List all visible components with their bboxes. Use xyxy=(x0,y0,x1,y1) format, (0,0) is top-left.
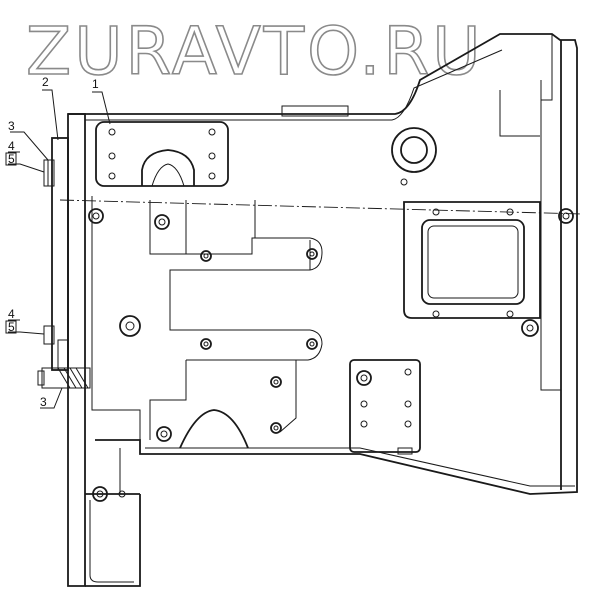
callout-5-bottom: 5 xyxy=(8,320,15,334)
leader-lines xyxy=(8,89,111,409)
callouts: 1 2 3 4 5 4 5 3 xyxy=(5,75,99,409)
callout-2: 2 xyxy=(42,75,49,89)
lower-arch xyxy=(179,409,249,449)
callout-1: 1 xyxy=(92,77,99,91)
bearing-boss xyxy=(391,127,437,186)
inspection-cover xyxy=(403,201,541,319)
callout-3-top: 3 xyxy=(8,119,15,133)
watermark: ZURAVTO.RU xyxy=(26,13,484,90)
callout-5-top-box xyxy=(5,152,17,166)
housing-outline xyxy=(67,33,578,587)
callout-5-top: 5 xyxy=(8,152,15,166)
top-cover-plate xyxy=(95,121,229,187)
right-bolts xyxy=(521,208,574,337)
top-rib xyxy=(281,105,349,117)
rib-bolt-holes xyxy=(88,208,318,502)
callout-3-bottom: 3 xyxy=(40,395,47,409)
callout-5-bottom-box xyxy=(5,320,17,334)
callout-4-top: 4 xyxy=(8,139,15,153)
bracket-plate xyxy=(349,359,421,455)
bottom-bolt-section xyxy=(37,367,91,389)
left-end-plate xyxy=(43,137,69,371)
callout-4-bottom: 4 xyxy=(8,307,15,321)
internal-ribs xyxy=(149,200,323,440)
center-line xyxy=(59,199,583,215)
